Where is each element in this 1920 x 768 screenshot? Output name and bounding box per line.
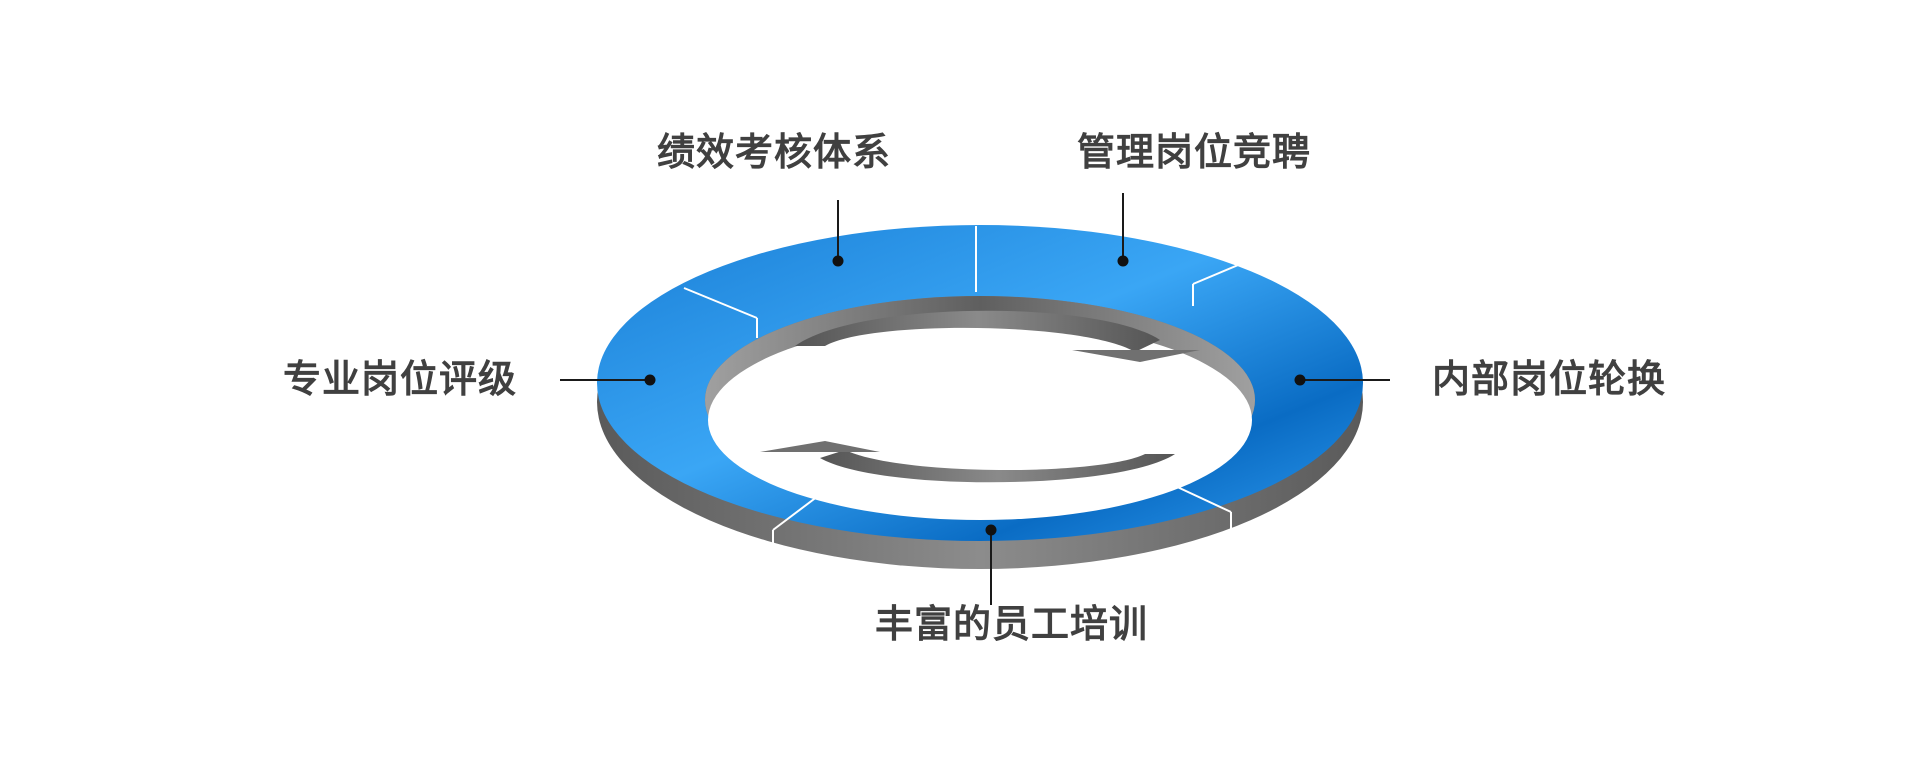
leader-lines	[560, 193, 1390, 605]
leader-dots	[644, 255, 1306, 536]
dot-management	[1117, 255, 1129, 267]
cycle-arrows	[760, 310, 1200, 483]
label-management: 管理岗位竞聘	[1077, 130, 1312, 174]
dot-rating	[644, 374, 656, 386]
label-performance: 绩效考核体系	[657, 130, 892, 174]
ring-inner-hole	[705, 296, 1255, 520]
dot-training	[985, 524, 997, 536]
arrow-top-icon	[795, 310, 1200, 362]
dot-performance	[832, 255, 844, 267]
dot-rotation	[1294, 374, 1306, 386]
label-training: 丰富的员工培训	[875, 602, 1149, 646]
label-rating: 专业岗位评级	[283, 357, 518, 401]
segment-dividers	[683, 226, 1270, 548]
label-rotation: 内部岗位轮换	[1432, 357, 1667, 401]
arrow-bottom-icon	[760, 441, 1175, 483]
